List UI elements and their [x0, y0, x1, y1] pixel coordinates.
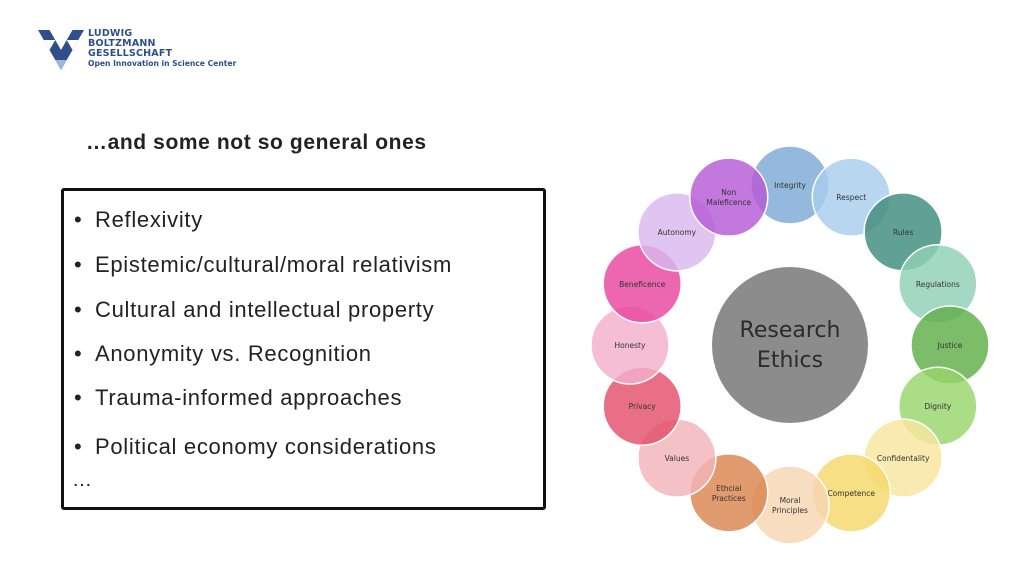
list-item-text: Epistemic/cultural/moral relativism — [95, 252, 453, 277]
list-item: • Political economy considerations — [74, 434, 437, 460]
list-item-text: Reflexivity — [95, 207, 203, 232]
logo-subtitle: Open Innovation in Science Center — [88, 59, 237, 68]
list-item: • Cultural and intellectual property — [74, 297, 434, 323]
bullet: • — [74, 207, 83, 232]
list-item-text: Political economy considerations — [95, 434, 437, 459]
list-item: • Trauma-informed approaches — [74, 385, 402, 411]
list-item-text: Cultural and intellectual property — [95, 297, 435, 322]
ethics-node: Competence — [811, 453, 891, 533]
list-item: • Anonymity vs. Recognition — [74, 341, 372, 367]
logo-text: Ludwig Boltzmann Gesellschaft Open Innov… — [88, 29, 236, 69]
ethics-node-label: Respect — [836, 193, 866, 202]
list-item-text: Trauma-informed approaches — [95, 385, 403, 410]
ethics-node-label: Values — [665, 454, 690, 463]
list-item: • Reflexivity — [74, 207, 203, 233]
ethics-node-label: Competence — [827, 489, 875, 498]
lbg-triangle-icon — [38, 30, 84, 70]
topic-list-box: • Reflexivity • Epistemic/cultural/moral r… — [61, 188, 546, 510]
bullet: • — [74, 434, 83, 459]
ethics-node-label: Rules — [893, 228, 913, 237]
ethics-node-label: Honesty — [615, 341, 646, 350]
bullet: • — [74, 252, 83, 277]
ethics-node-label: Beneficence — [619, 280, 665, 289]
logo-line-2: Boltzmann — [88, 38, 156, 49]
ethics-node-label: Privacy — [629, 402, 657, 411]
list-item-text: Anonymity vs. Recognition — [95, 341, 372, 366]
center-circle — [712, 267, 868, 423]
ethics-node-label: Justice — [937, 341, 963, 350]
bullet: • — [74, 341, 83, 366]
logo-line-1: Ludwig — [88, 28, 133, 39]
logo: Ludwig Boltzmann Gesellschaft Open Innov… — [38, 29, 238, 74]
ethics-node-label: Dignity — [924, 402, 951, 411]
ethics-node-label: Regulations — [916, 280, 960, 289]
slide-subtitle: …and some not so general ones — [86, 131, 427, 154]
list-item: • Epistemic/cultural/moral relativism — [74, 252, 452, 278]
bullet: • — [74, 385, 83, 410]
list-ellipsis: … — [72, 469, 92, 491]
ethics-node-label: Autonomy — [658, 228, 697, 237]
logo-line-3: Gesellschaft — [88, 48, 173, 59]
bullet: • — [74, 297, 83, 322]
ethics-node-label: Integrity — [774, 181, 806, 190]
ethics-node-label: Confidentality — [877, 454, 930, 463]
